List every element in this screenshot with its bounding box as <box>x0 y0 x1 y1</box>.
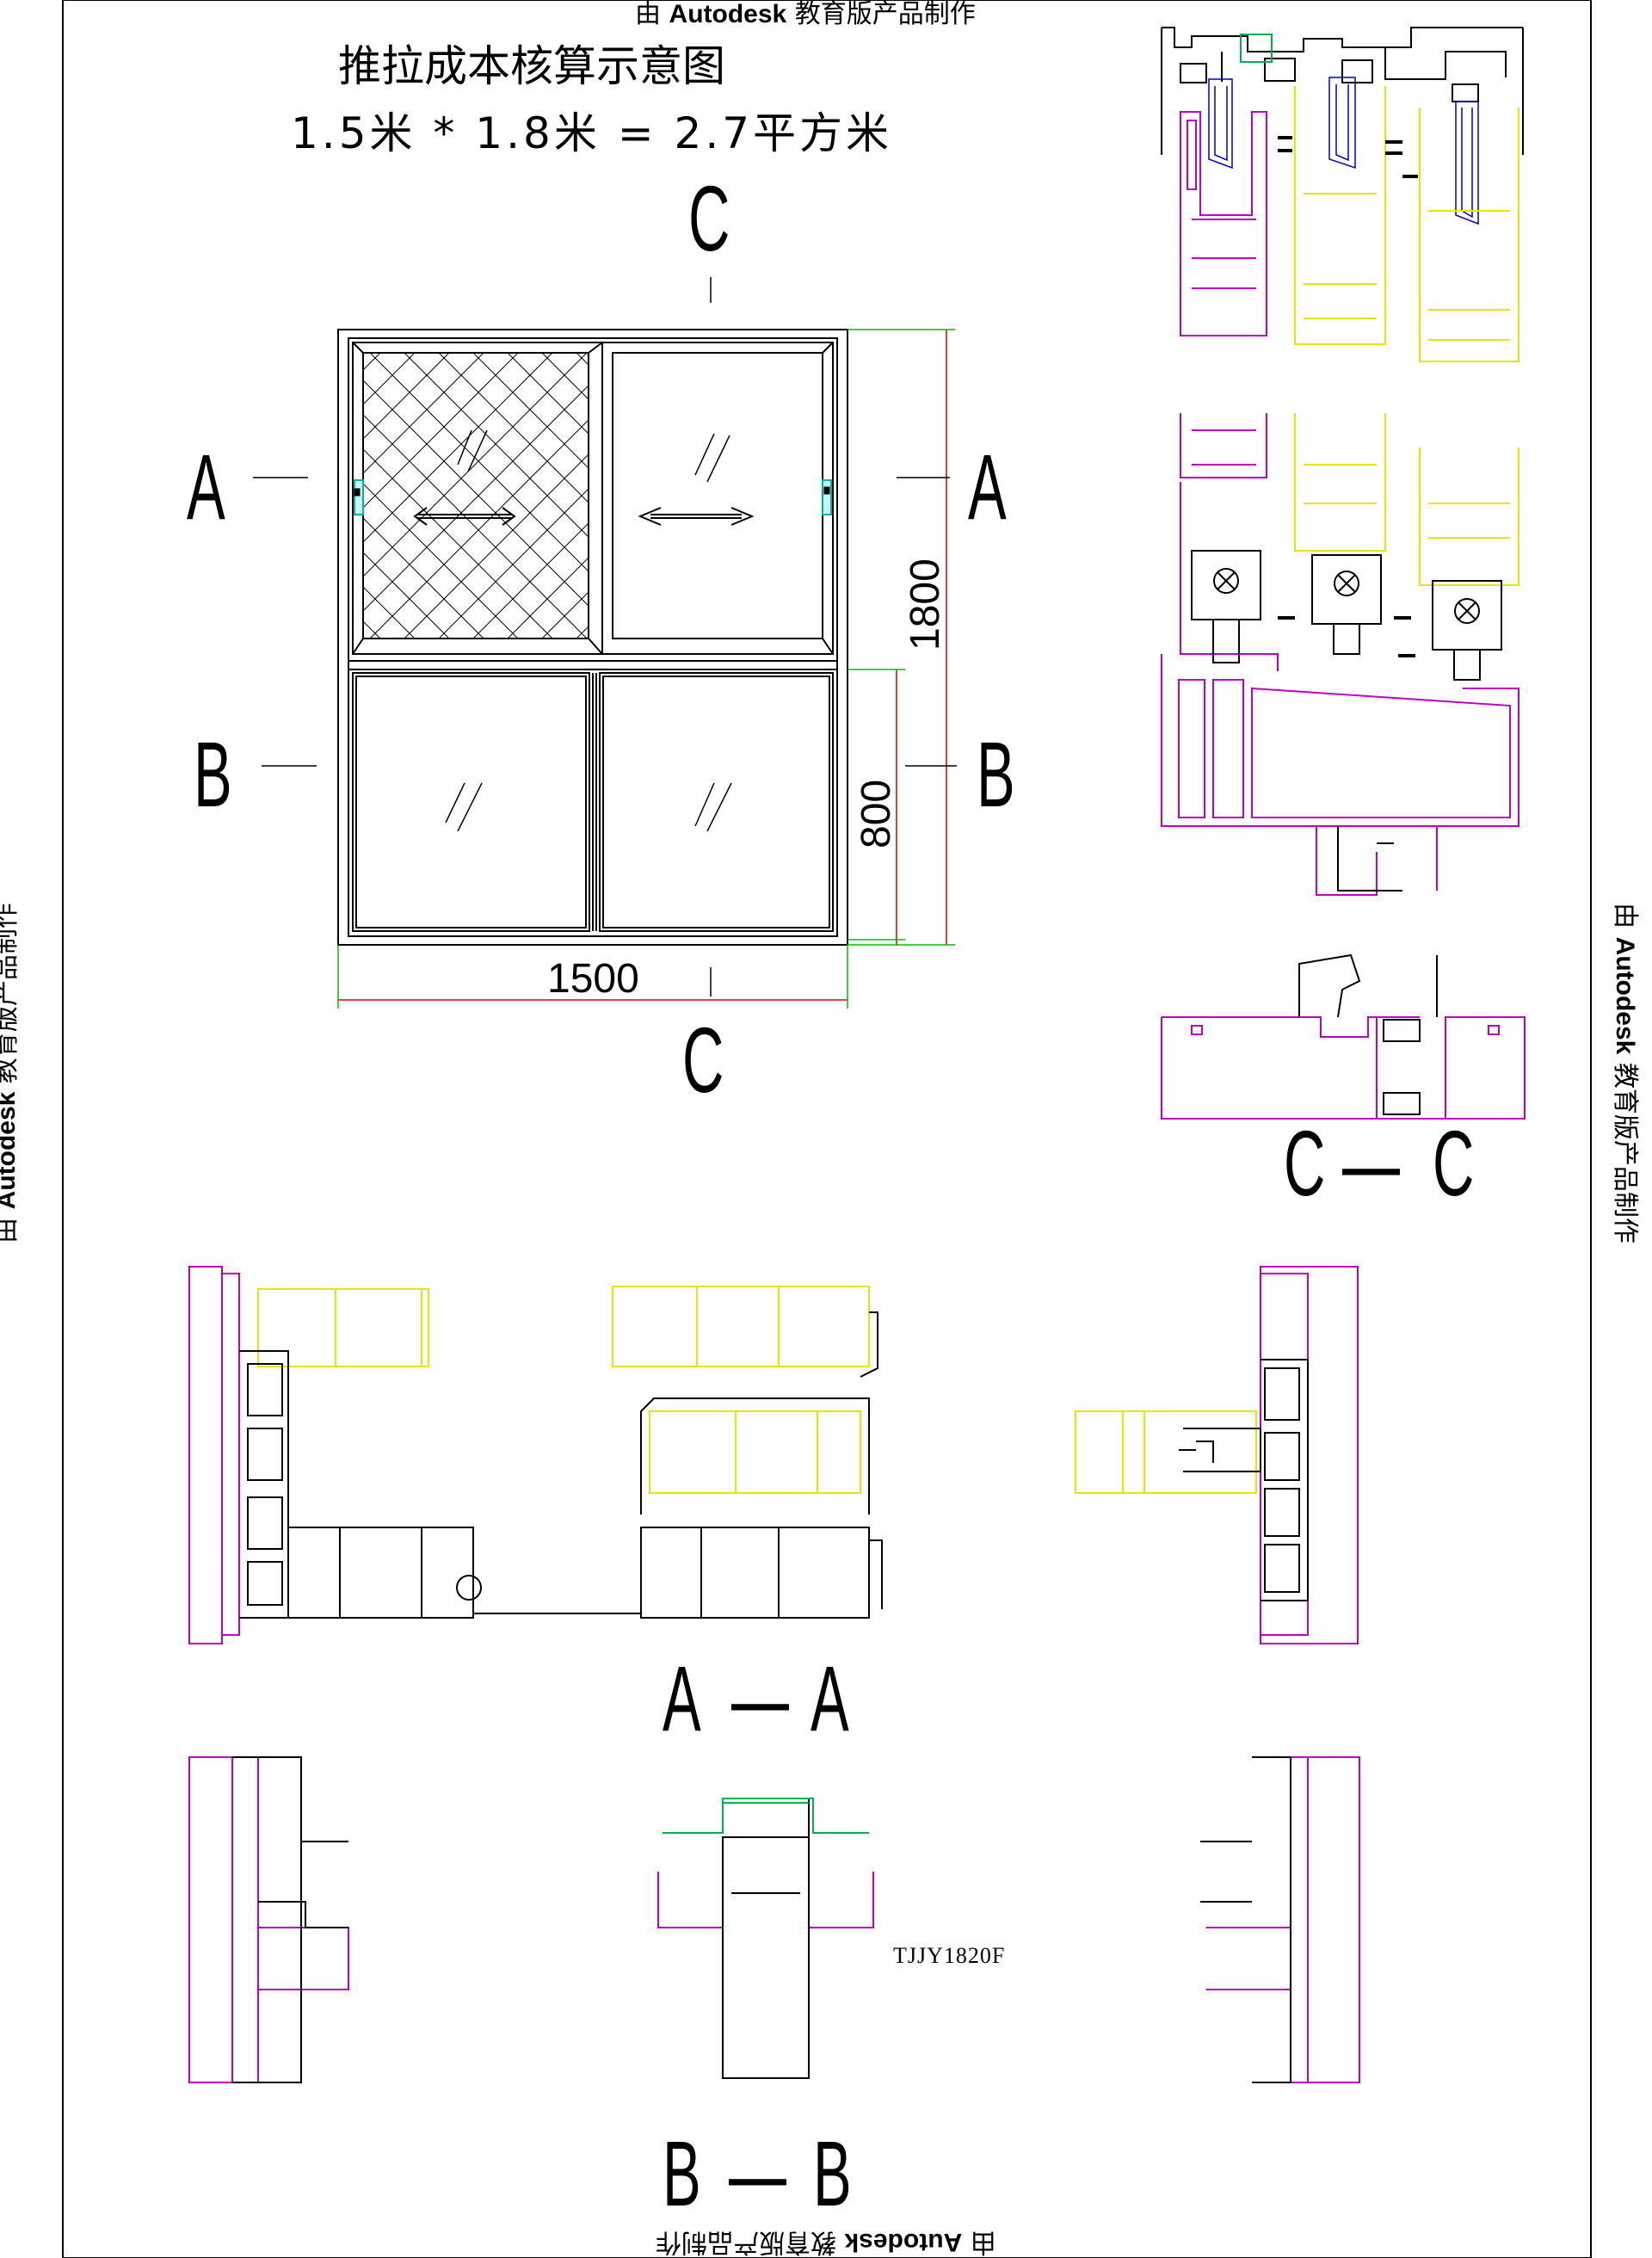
cc-label-sep: — <box>1342 1111 1400 1215</box>
slide-arrow-left <box>413 507 516 526</box>
section-mark-b-right: B <box>977 722 1015 826</box>
watermark-right: 由 Autodesk 教育版产品制作 <box>1609 903 1640 1243</box>
watermark-top: 由 Autodesk 教育版产品制作 <box>635 0 976 29</box>
vertical-section-drawing <box>1161 27 1524 896</box>
drawing-title: 推拉成本核算示意图 <box>338 41 725 91</box>
section-mark-c-bottom: C <box>682 1008 724 1112</box>
cc-label-left: C <box>1284 1111 1326 1215</box>
outer-frame <box>337 329 848 946</box>
handle-right <box>822 479 832 515</box>
aa-label-left: A <box>663 1646 701 1750</box>
window-elevation <box>337 329 848 946</box>
bb-section-drawing <box>188 1756 1360 2083</box>
cc-section-drawing <box>1161 953 1526 1120</box>
sash-bottom-right <box>599 672 834 932</box>
slide-arrow-right <box>638 507 755 526</box>
watermark-left: 由 Autodesk 教育版产品制作 <box>0 903 22 1243</box>
handle-left <box>354 479 364 515</box>
area-formula: 1.5米 * 1.8米 = 2.7平方米 <box>291 108 893 158</box>
bb-label-left: B <box>663 2121 701 2225</box>
width-dimension: 1500 <box>547 956 639 1002</box>
section-mark-b-left: B <box>194 722 232 826</box>
section-mark-a-left: A <box>187 435 225 539</box>
aa-label-right: A <box>811 1646 849 1750</box>
cc-label-right: C <box>1433 1111 1475 1215</box>
bb-label-right: B <box>813 2121 852 2225</box>
dimension-lines <box>337 329 955 1009</box>
height-dimension: 1800 <box>903 558 948 651</box>
aa-section-drawing <box>188 1266 1359 1644</box>
sash-top-right <box>601 342 834 655</box>
glass-marks <box>445 429 732 832</box>
aa-label-sep: — <box>731 1646 789 1750</box>
sash-top-left <box>352 342 603 655</box>
lower-height-dimension: 800 <box>854 779 899 848</box>
insect-mesh <box>362 352 589 639</box>
profile-code: TJJY1820F <box>893 1943 1006 1968</box>
bb-label-sep: — <box>729 2121 786 2225</box>
sash-bottom-left <box>352 672 590 932</box>
watermark-bottom: 由 Autodesk 教育版产品制作 <box>656 2227 996 2257</box>
section-mark-a-right: A <box>968 435 1007 539</box>
section-mark-c-top: C <box>688 166 730 270</box>
section-cut-lines <box>253 277 957 996</box>
sheet-border <box>62 0 1592 2258</box>
